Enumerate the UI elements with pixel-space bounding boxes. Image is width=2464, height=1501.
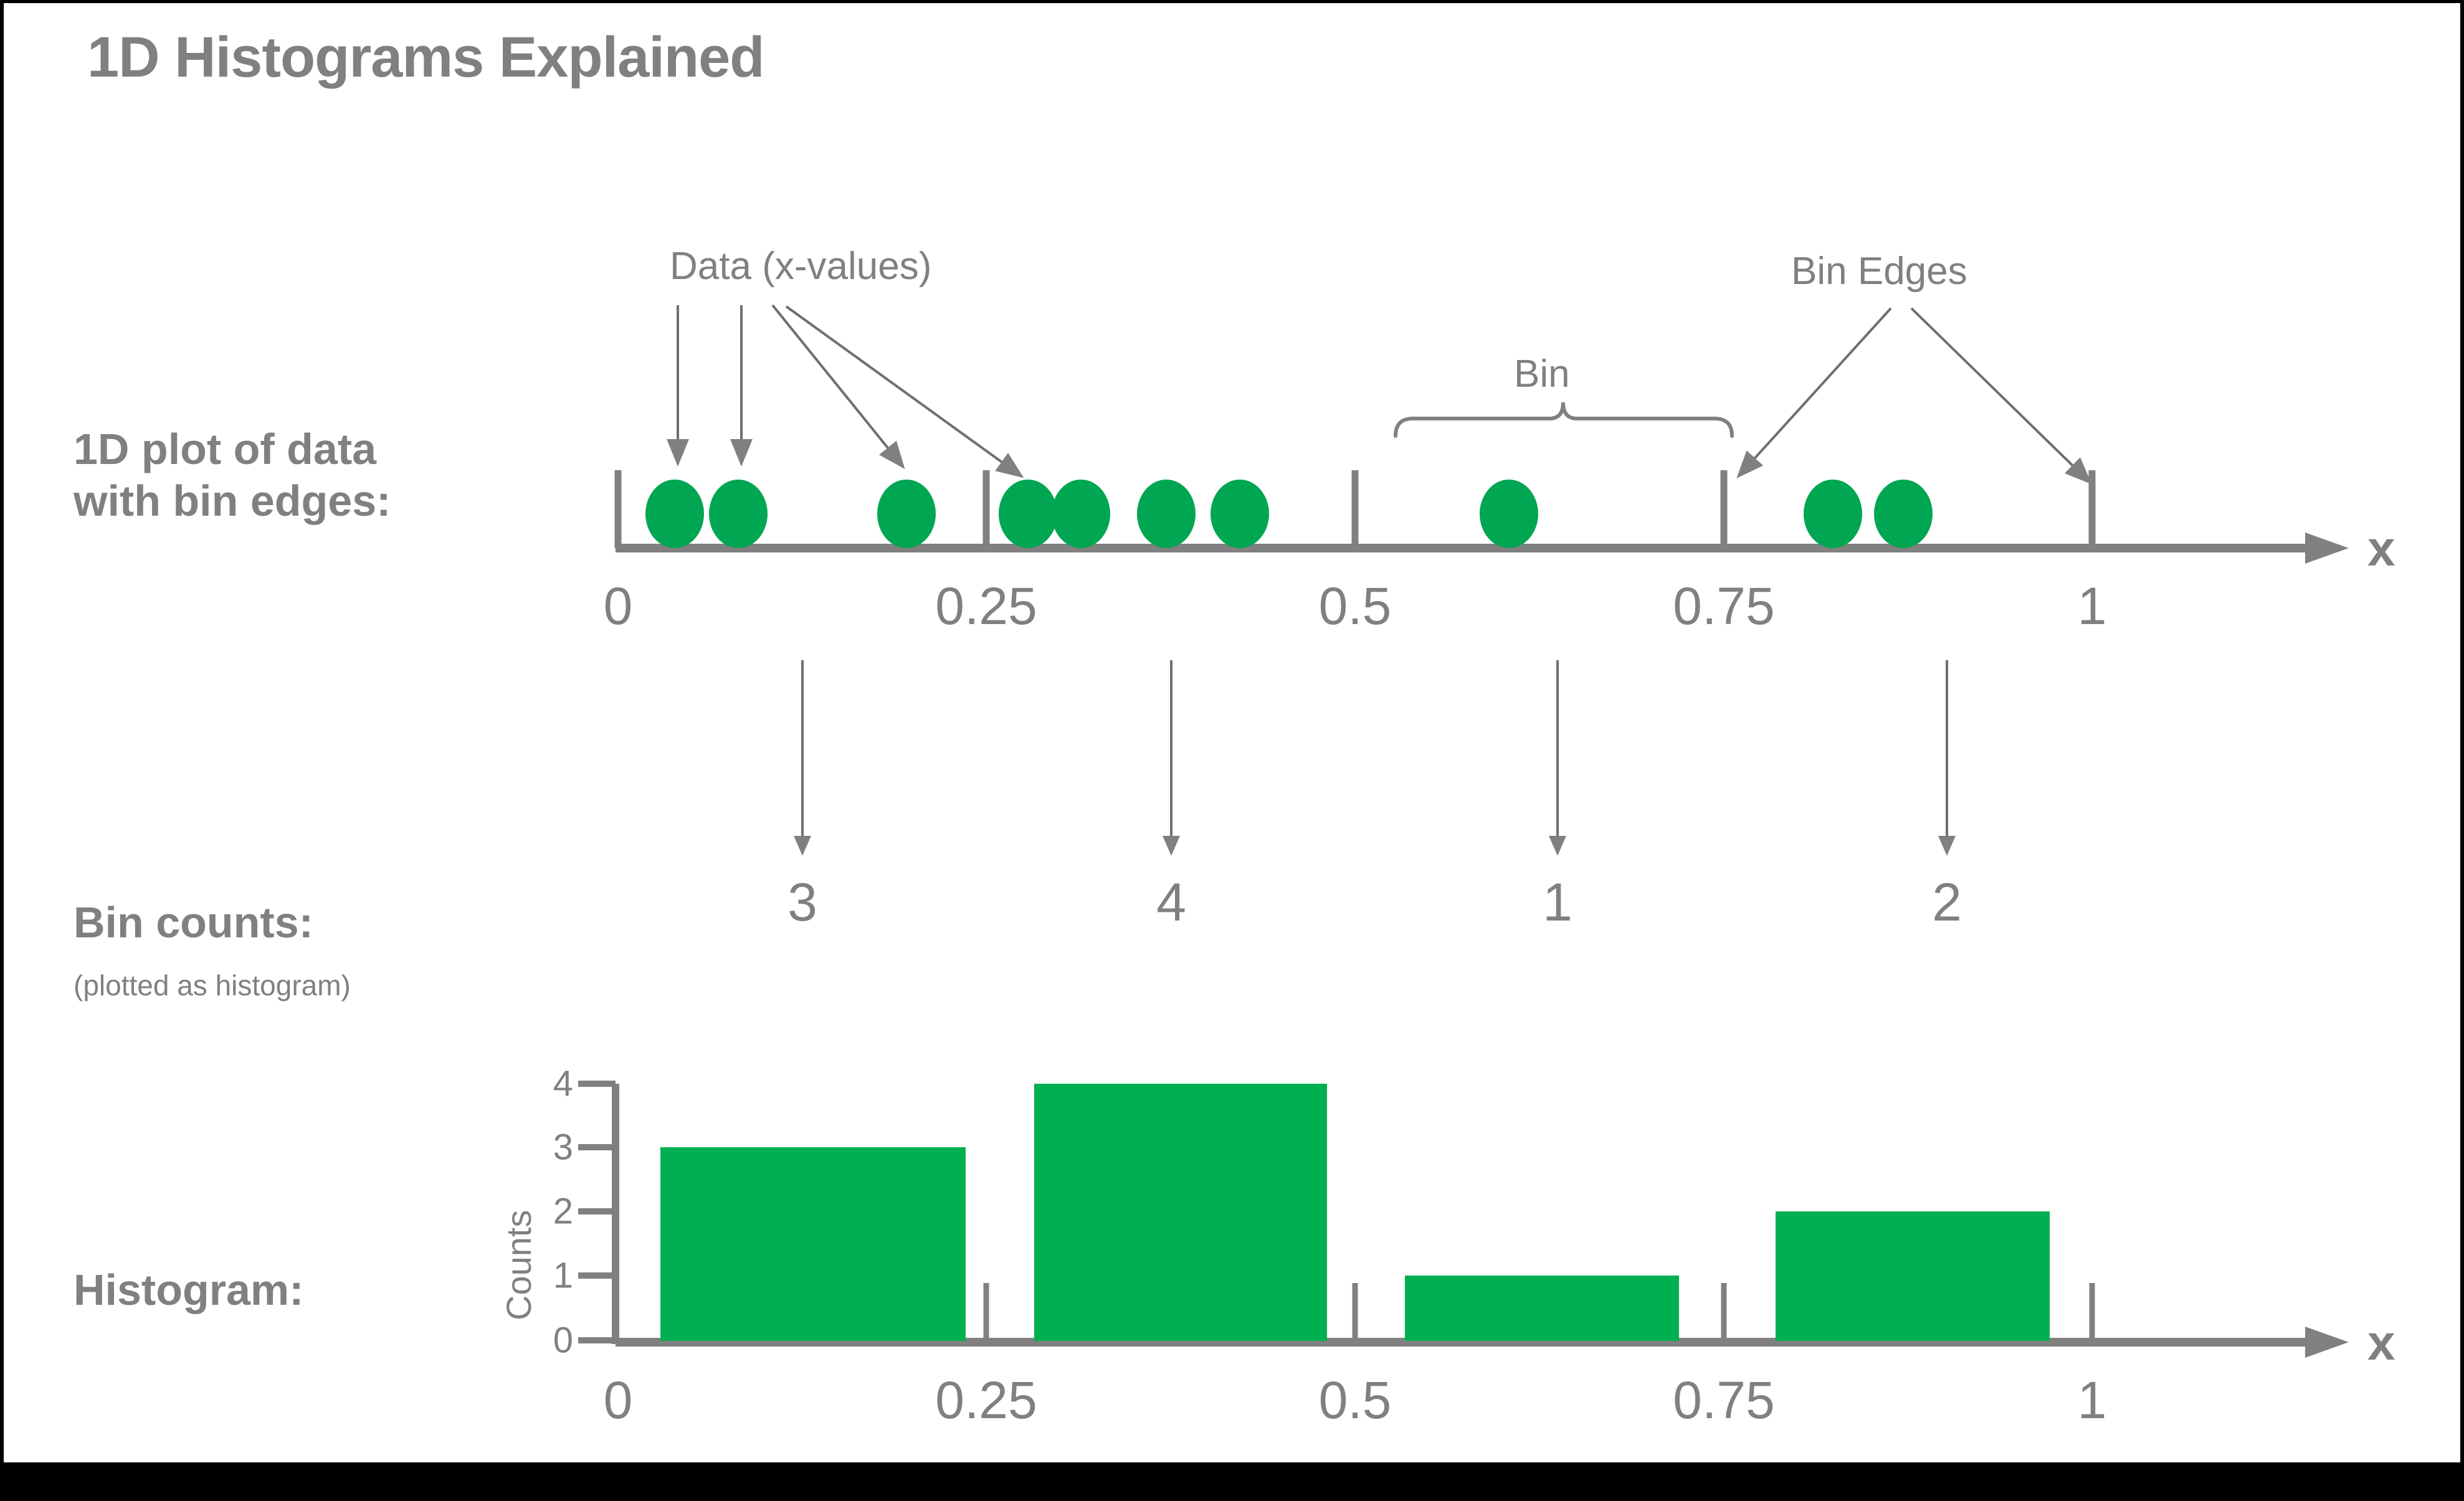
row-label-histogram: Histogram: — [74, 1266, 304, 1314]
frame-left-border — [0, 0, 4, 1462]
histogram-y-tick-label: 2 — [553, 1191, 573, 1232]
hist-axis-tick-label: 0.75 — [1673, 1371, 1775, 1429]
row-label-bin-counts-sub: (plotted as histogram) — [74, 969, 351, 1001]
data-dot — [1052, 480, 1110, 548]
data-dot — [1137, 480, 1196, 548]
hist-axis-tick-label: 0 — [603, 1371, 633, 1429]
row-label-1d-plot-line2: with bin edges: — [74, 476, 391, 525]
row-label-1d-plot: 1D plot of data with bin edges: — [74, 424, 391, 526]
top-axis-tick-label: 0 — [603, 577, 633, 635]
data-dot — [1211, 480, 1269, 548]
data-annotation-arrows — [667, 304, 1024, 478]
histogram-axes — [578, 1081, 2349, 1358]
hist-axis-tick-label: 0.5 — [1318, 1371, 1392, 1429]
histogram-bar — [1034, 1084, 1327, 1341]
histogram-y-axis-label: Counts — [499, 1210, 538, 1320]
hist-axis-x-label: x — [2367, 1315, 2395, 1370]
histogram-bar — [1776, 1211, 2050, 1341]
histogram-bar — [1405, 1276, 1679, 1341]
bin-count-value: 2 — [1932, 873, 1962, 932]
bin-brace — [1394, 402, 1734, 438]
frame-top-border — [0, 0, 2464, 3]
top-axis-tick-label: 1 — [2077, 577, 2107, 635]
histogram-y-tick-label: 0 — [553, 1320, 573, 1361]
number-line-axis — [614, 470, 2349, 564]
data-dot — [877, 480, 936, 548]
data-dot — [1804, 480, 1862, 548]
annotation-bin: Bin — [1514, 353, 1570, 395]
histogram-y-tick-label: 3 — [553, 1127, 573, 1168]
data-dot — [1480, 480, 1538, 548]
bottom-black-band — [0, 1462, 2464, 1501]
histogram-bar — [660, 1147, 966, 1341]
page-title: 1D Histograms Explained — [87, 26, 764, 89]
data-dot — [645, 480, 704, 548]
data-dot — [709, 480, 768, 548]
bin-count-value: 1 — [1543, 873, 1572, 932]
annotation-bin-edges: Bin Edges — [1791, 250, 1967, 293]
top-axis-tick-label: 0.25 — [935, 577, 1037, 635]
bin-count-value: 3 — [787, 873, 817, 932]
bin-edges-annotation-arrows — [1736, 307, 2092, 485]
top-axis-x-label: x — [2367, 521, 2395, 576]
top-axis-tick-label: 0.75 — [1673, 577, 1775, 635]
histogram-y-tick-label: 1 — [553, 1255, 573, 1296]
annotation-data-xvalues: Data (x-values) — [670, 245, 932, 288]
bin-count-arrows — [794, 660, 1956, 856]
row-label-1d-plot-line1: 1D plot of data — [74, 425, 377, 473]
histogram-y-tick-label: 4 — [553, 1063, 573, 1104]
data-dot — [1874, 480, 1933, 548]
frame-right-border — [2460, 0, 2464, 1462]
row-label-bin-counts: Bin counts: — [74, 898, 313, 947]
top-axis-tick-label: 0.5 — [1318, 577, 1392, 635]
data-dot — [999, 480, 1057, 548]
histogram-bars-group — [660, 1084, 2050, 1341]
bin-count-value: 4 — [1156, 873, 1186, 932]
hist-axis-tick-label: 1 — [2077, 1371, 2107, 1429]
hist-axis-tick-label: 0.25 — [935, 1371, 1037, 1429]
data-dots-group — [645, 480, 1933, 548]
